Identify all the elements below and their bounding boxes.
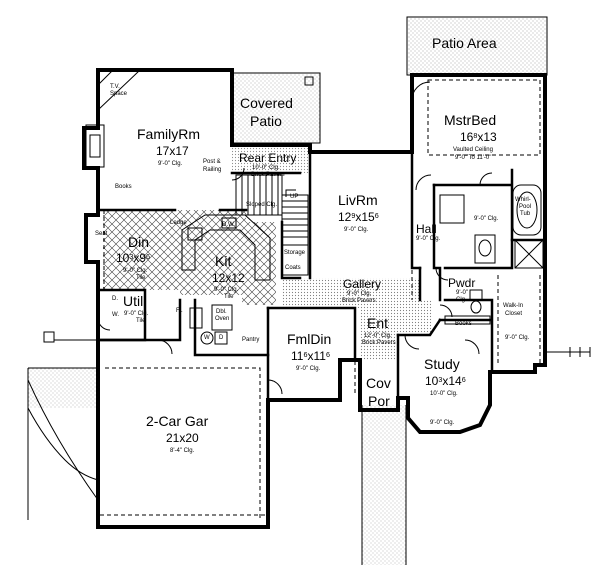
freezer-label: Fl. bbox=[176, 308, 183, 314]
kitchen-dining-tile bbox=[103, 210, 276, 305]
living-room-dims: 129x156 bbox=[338, 210, 379, 224]
tv-space-corner bbox=[97, 69, 141, 111]
bath-ceiling-label: 9'-0" Clg. bbox=[474, 216, 499, 222]
formal-dining-dims: 116x116 bbox=[291, 349, 330, 363]
dashed-lines bbox=[100, 79, 541, 520]
driveway bbox=[27, 367, 99, 520]
closet-ceiling-label: 9'-0" Clg. bbox=[505, 335, 530, 341]
pantry-label: Pantry bbox=[242, 337, 260, 343]
patio-area-fill bbox=[406, 16, 548, 76]
books-study-label: Books bbox=[455, 321, 472, 327]
sloped-ceiling-label: Sloped Clg. bbox=[246, 202, 278, 208]
storage-closet bbox=[281, 244, 309, 276]
kitchen-fixtures bbox=[181, 214, 271, 331]
master-bath-fixtures bbox=[439, 184, 544, 314]
walk-in-closet-rods bbox=[497, 275, 541, 365]
rear-entry-pavers bbox=[232, 143, 310, 173]
study-bay-ceiling: 9'-0" Clg. bbox=[430, 420, 455, 426]
storage-label: Storage bbox=[284, 250, 306, 256]
exterior-walls bbox=[82, 68, 547, 529]
patio-area-label: Patio Area bbox=[432, 35, 497, 51]
books-family-label: Books bbox=[115, 184, 132, 190]
interior-walls bbox=[96, 150, 547, 402]
coats-label: Coats bbox=[285, 265, 301, 271]
exterior-fixtures bbox=[43, 76, 591, 357]
fireplace bbox=[85, 124, 105, 168]
stairs bbox=[235, 174, 309, 246]
study-dims: 103x146 bbox=[425, 374, 466, 388]
washer-dryer bbox=[200, 331, 228, 345]
seat-label: Seat bbox=[95, 231, 108, 237]
dishwasher-label: D.W. bbox=[222, 222, 235, 228]
front-walk bbox=[361, 405, 407, 565]
master-bedroom-dims: 168x13 bbox=[460, 130, 497, 144]
door-swings bbox=[97, 81, 493, 395]
stairs-up-label: UP bbox=[290, 194, 299, 200]
dining-dims: 103x96 bbox=[116, 251, 151, 265]
book-shelf-study bbox=[444, 315, 491, 325]
ledge-label: Ledge bbox=[170, 220, 187, 226]
gallery-pavers bbox=[282, 278, 432, 360]
